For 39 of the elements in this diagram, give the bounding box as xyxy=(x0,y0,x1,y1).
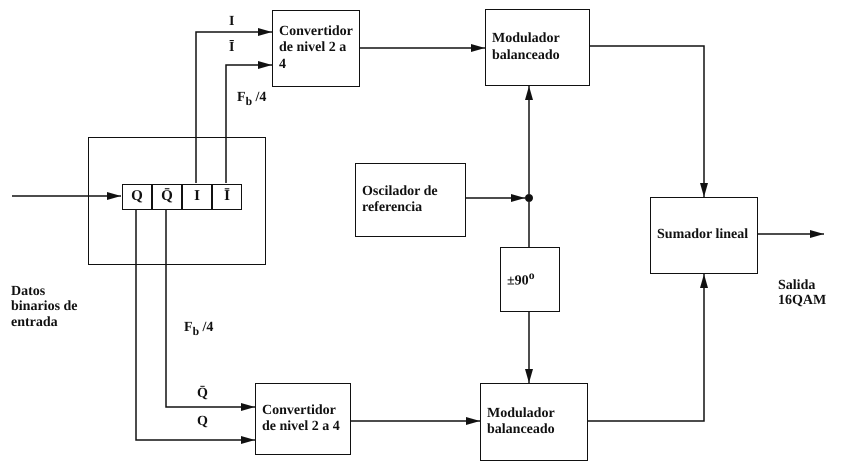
process-box xyxy=(480,383,588,461)
arrow xyxy=(135,209,255,444)
arrow xyxy=(351,417,480,425)
arrow xyxy=(525,86,533,194)
box-text: Modulador balanceado xyxy=(492,31,561,64)
box-text: I xyxy=(194,188,200,206)
arrow xyxy=(195,28,272,183)
process-box xyxy=(650,197,758,274)
box-text: Modulador balanceado xyxy=(487,406,556,438)
arrow xyxy=(525,312,533,383)
process-box xyxy=(255,383,351,455)
arrow xyxy=(12,192,121,200)
process-box xyxy=(500,247,560,312)
bit-cell xyxy=(182,184,212,210)
box-text: ±90$^{o}$ xyxy=(507,269,535,290)
process-box xyxy=(272,10,360,87)
process-box xyxy=(485,9,590,86)
box-text: Q xyxy=(131,188,143,206)
box-text: Convertidor de nivel 2 a 4 xyxy=(279,24,353,73)
arrow xyxy=(466,194,525,202)
arrow xyxy=(360,44,485,52)
box-text: Ī xyxy=(224,188,230,206)
arrow xyxy=(758,230,824,238)
arrow xyxy=(165,209,255,411)
box-text: Oscilador de referencia xyxy=(362,184,439,216)
process-box xyxy=(355,163,466,237)
splitter-box xyxy=(88,137,266,265)
junction-dot xyxy=(525,194,533,202)
arrow xyxy=(588,274,708,422)
arrow xyxy=(590,45,708,197)
edge-label: Q xyxy=(196,414,209,430)
arrow xyxy=(225,61,272,183)
edge-label: Q̄ xyxy=(196,386,209,402)
box-text: Sumador lineal xyxy=(657,227,748,244)
box-text: Convertidor de nivel 2 a 4 xyxy=(262,402,341,436)
bit-cell xyxy=(122,184,152,210)
bit-cell xyxy=(152,184,182,210)
bit-cell xyxy=(212,184,242,210)
box-text: Q̄ xyxy=(161,188,173,206)
